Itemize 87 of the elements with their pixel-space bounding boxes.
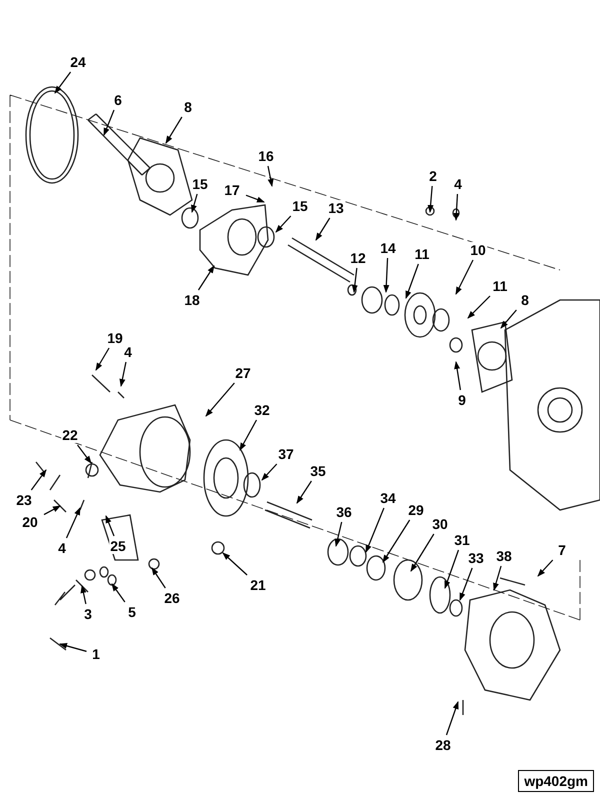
callout-number: 21	[249, 577, 267, 593]
callout-number: 8	[520, 292, 530, 308]
leader-line	[537, 560, 554, 577]
callout-number: 6	[113, 92, 123, 108]
leader-line	[44, 505, 61, 516]
callout-number: 27	[234, 365, 252, 381]
leader-line	[467, 296, 490, 319]
callout-number: 22	[61, 427, 79, 443]
leader-line	[119, 362, 127, 387]
callout-number: 31	[453, 532, 471, 548]
leader-line	[205, 382, 235, 417]
leader-line	[296, 480, 312, 504]
leader-line	[105, 515, 115, 536]
leader-line	[95, 348, 110, 371]
leader-line	[59, 642, 87, 652]
callout-number: 12	[349, 250, 367, 266]
leader-line	[103, 110, 115, 136]
callout-number: 9	[457, 392, 467, 408]
leader-line	[267, 166, 274, 187]
leader-line	[30, 469, 47, 490]
callout-number: 15	[191, 176, 209, 192]
callout-number: 4	[123, 344, 133, 360]
callout-number: 3	[83, 606, 93, 622]
callout-number: 37	[277, 446, 295, 462]
callout-number: 17	[223, 182, 241, 198]
leader-line	[454, 361, 462, 390]
callout-number: 15	[291, 198, 309, 214]
leader-line	[410, 534, 434, 572]
leader-line	[239, 420, 258, 451]
callout-number: 10	[469, 242, 487, 258]
leader-line	[54, 72, 72, 94]
leader-line	[446, 701, 459, 736]
leader-line	[500, 310, 517, 329]
leader-line	[382, 520, 410, 563]
leader-line	[334, 522, 342, 547]
callout-number: 19	[106, 330, 124, 346]
callout-number: 34	[379, 490, 397, 506]
callout-number: 29	[407, 502, 425, 518]
leader-line	[315, 218, 330, 241]
callout-number: 14	[379, 240, 397, 256]
callout-number: 4	[453, 176, 463, 192]
leader-line	[493, 566, 502, 591]
leader-line	[151, 567, 166, 588]
leader-line	[165, 116, 182, 144]
callout-number: 23	[15, 492, 33, 508]
callout-number: 24	[69, 54, 87, 70]
callout-number: 11	[492, 278, 508, 294]
callout-number: 11	[414, 246, 430, 262]
callout-number: 2	[428, 168, 438, 184]
leader-line	[77, 444, 92, 464]
callout-number: 7	[557, 542, 567, 558]
leader-line	[383, 258, 390, 293]
leader-line	[459, 568, 473, 601]
leader-line	[80, 585, 86, 604]
leader-line	[246, 194, 265, 203]
leader-line	[428, 186, 434, 213]
callout-number: 30	[431, 516, 449, 532]
leader-line	[66, 507, 81, 538]
leader-line	[275, 216, 292, 233]
callout-number: 28	[434, 737, 452, 753]
figure-code: wp402gm	[518, 770, 594, 792]
callout-number: 35	[309, 463, 327, 479]
callout-number: 26	[163, 590, 181, 606]
callout-number: 25	[109, 538, 127, 554]
leader-line	[111, 583, 126, 602]
callout-number: 36	[335, 504, 353, 520]
callout-number: 1	[91, 646, 101, 662]
leader-line	[365, 508, 384, 553]
leader-line	[191, 194, 198, 213]
leader-line	[405, 264, 419, 299]
callout-number: 4	[57, 540, 67, 556]
leader-line	[222, 552, 248, 576]
callout-number: 5	[127, 604, 137, 620]
callout-number: 32	[253, 402, 271, 418]
callout-number: 20	[21, 514, 39, 530]
leader-line	[453, 194, 460, 221]
callout-number: 16	[257, 148, 275, 164]
leader-line	[455, 260, 474, 295]
callout-number: 8	[183, 99, 193, 115]
callout-number: 33	[467, 550, 485, 566]
callout-number: 38	[495, 548, 513, 564]
leader-line	[444, 550, 460, 589]
callout-number: 18	[183, 292, 201, 308]
leader-line	[198, 265, 215, 290]
leader-line	[352, 268, 358, 293]
callout-number: 13	[327, 200, 345, 216]
leader-line	[261, 464, 278, 481]
